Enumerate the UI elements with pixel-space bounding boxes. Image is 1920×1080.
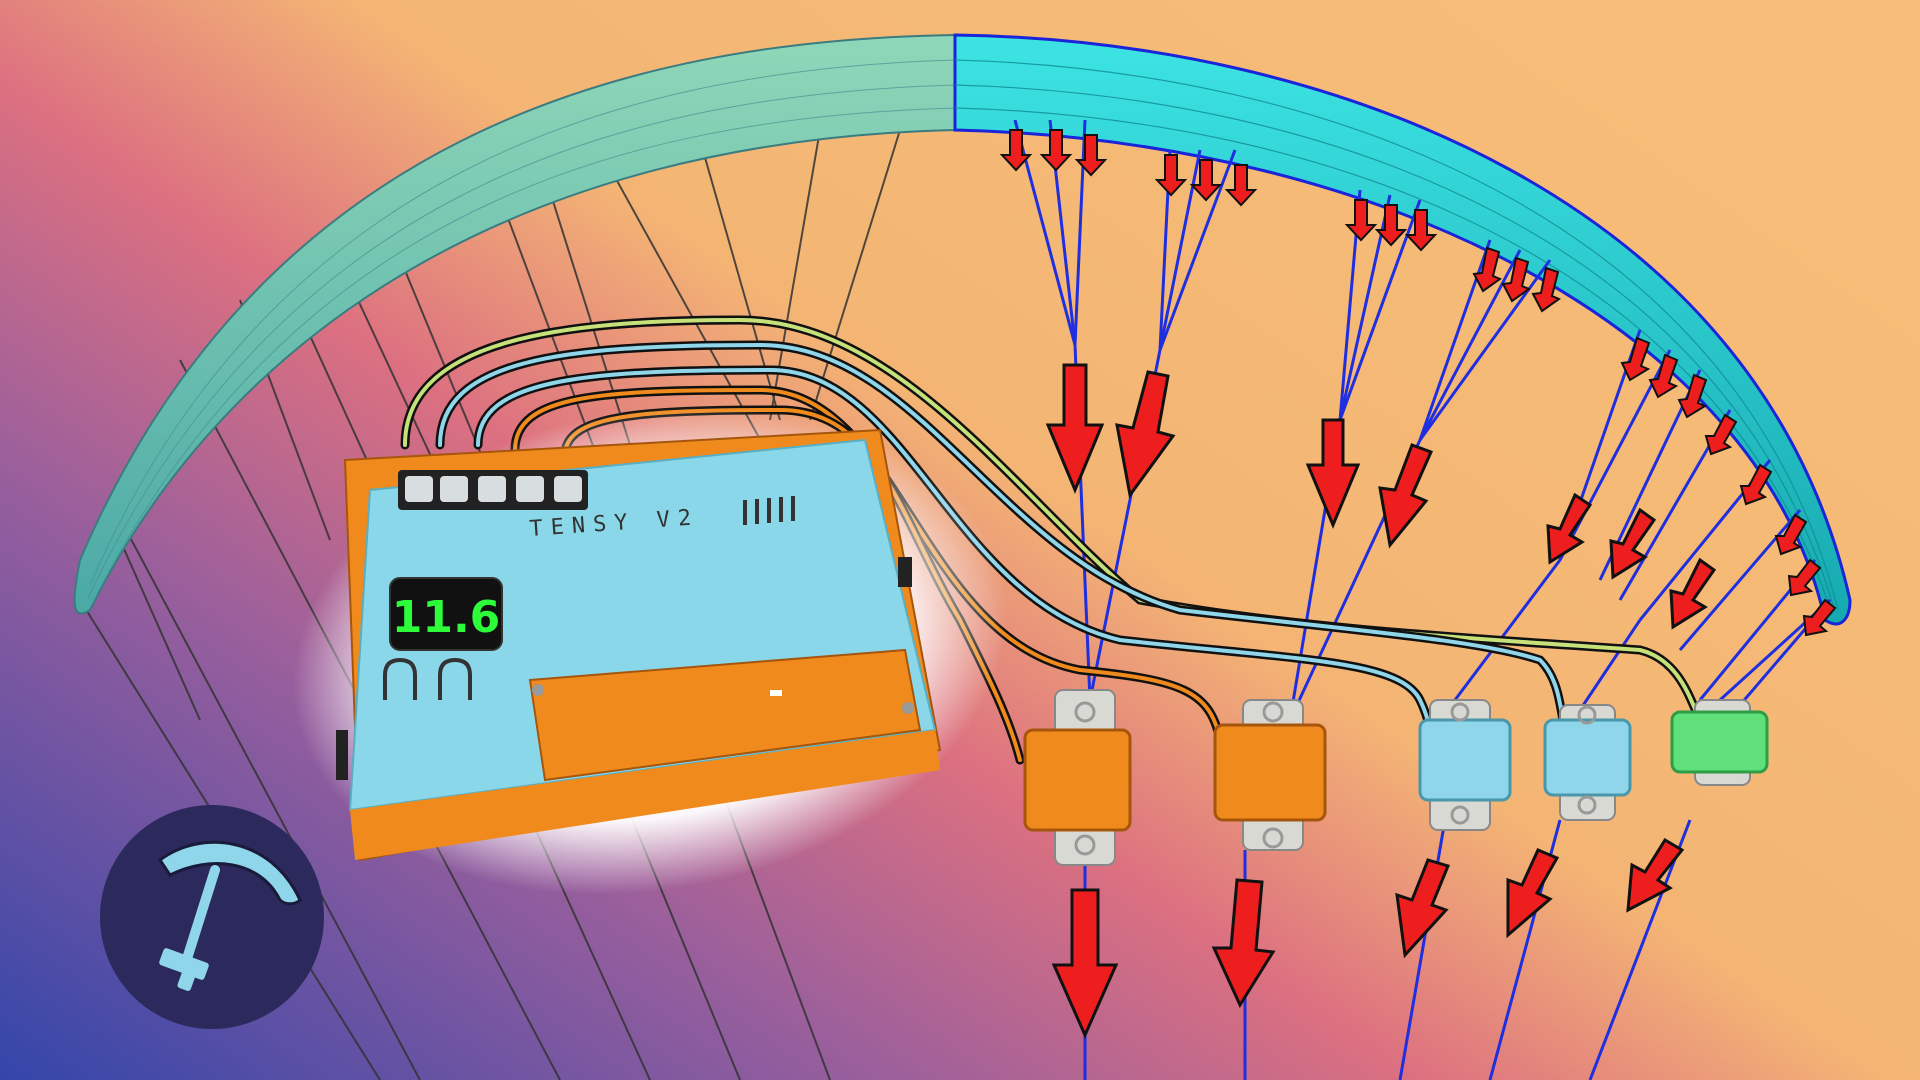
red-arrow-icon-bottom [1051, 837, 1685, 1039]
wing-left-ribs [87, 59, 956, 605]
load-cell-sensor-3 [1418, 699, 1512, 831]
load-cell-sensor-5 [1670, 699, 1769, 786]
tensy-device [336, 428, 942, 862]
wing-left-half [73, 33, 956, 615]
display-screen [389, 577, 503, 651]
paraglider-gauge-logo [100, 805, 324, 1029]
display-value: 11.6 [392, 592, 501, 643]
load-cell-sensor-4 [1543, 704, 1632, 821]
red-arrow-icon-group [999, 129, 1837, 637]
load-cell-sensor-1 [1023, 689, 1132, 866]
red-arrow-icon-mid [1045, 363, 1717, 630]
load-cell-sensor-2 [1213, 699, 1327, 851]
wing-right-half [953, 33, 1852, 626]
